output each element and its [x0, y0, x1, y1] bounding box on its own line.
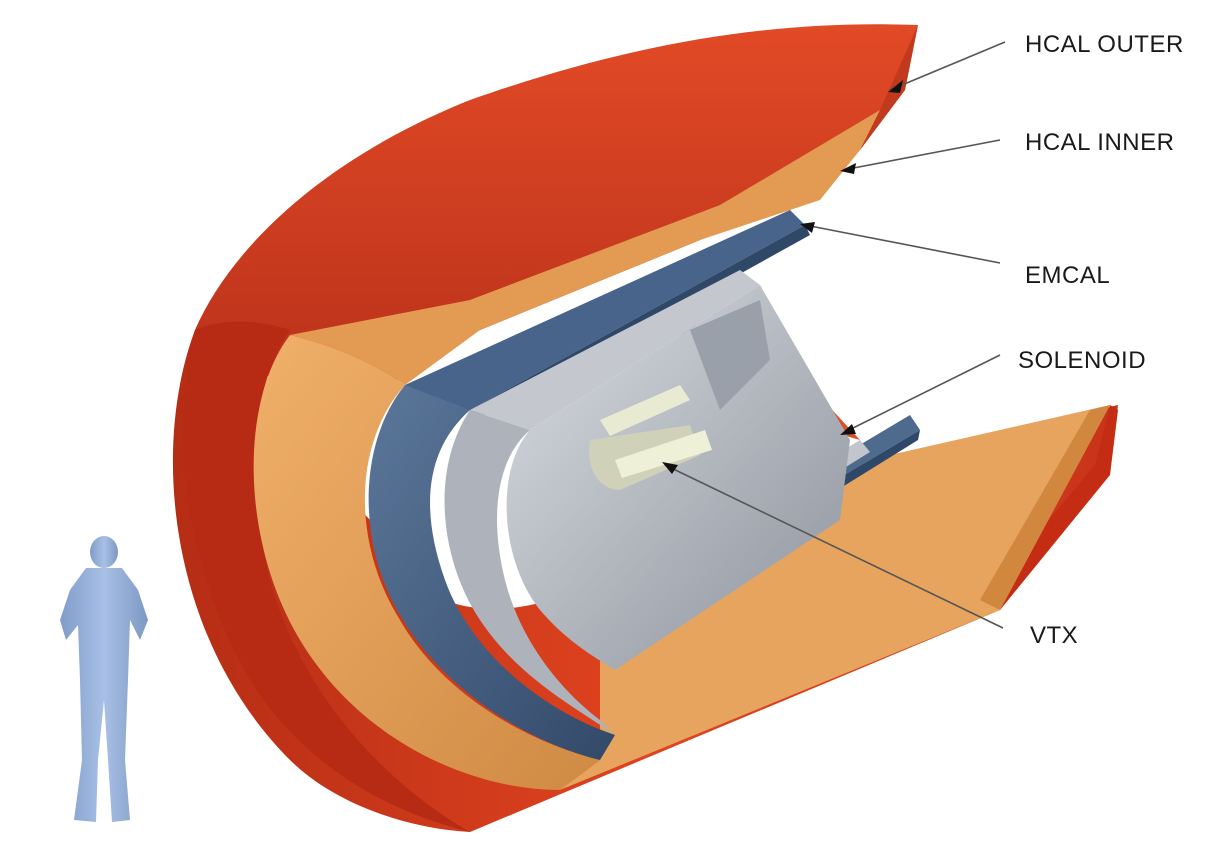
label-hcal-inner: HCAL INNER: [1025, 129, 1174, 156]
label-emcal: EMCAL: [1025, 262, 1110, 289]
label-vtx: VTX: [1030, 622, 1078, 649]
leader-emcal: [805, 225, 1000, 263]
label-solenoid: SOLENOID: [1018, 347, 1146, 374]
label-hcal-outer: HCAL OUTER: [1025, 31, 1184, 58]
human-scale-figure: [60, 536, 148, 822]
leader-hcal-inner: [843, 140, 1000, 170]
leader-solenoid: [845, 355, 1000, 432]
